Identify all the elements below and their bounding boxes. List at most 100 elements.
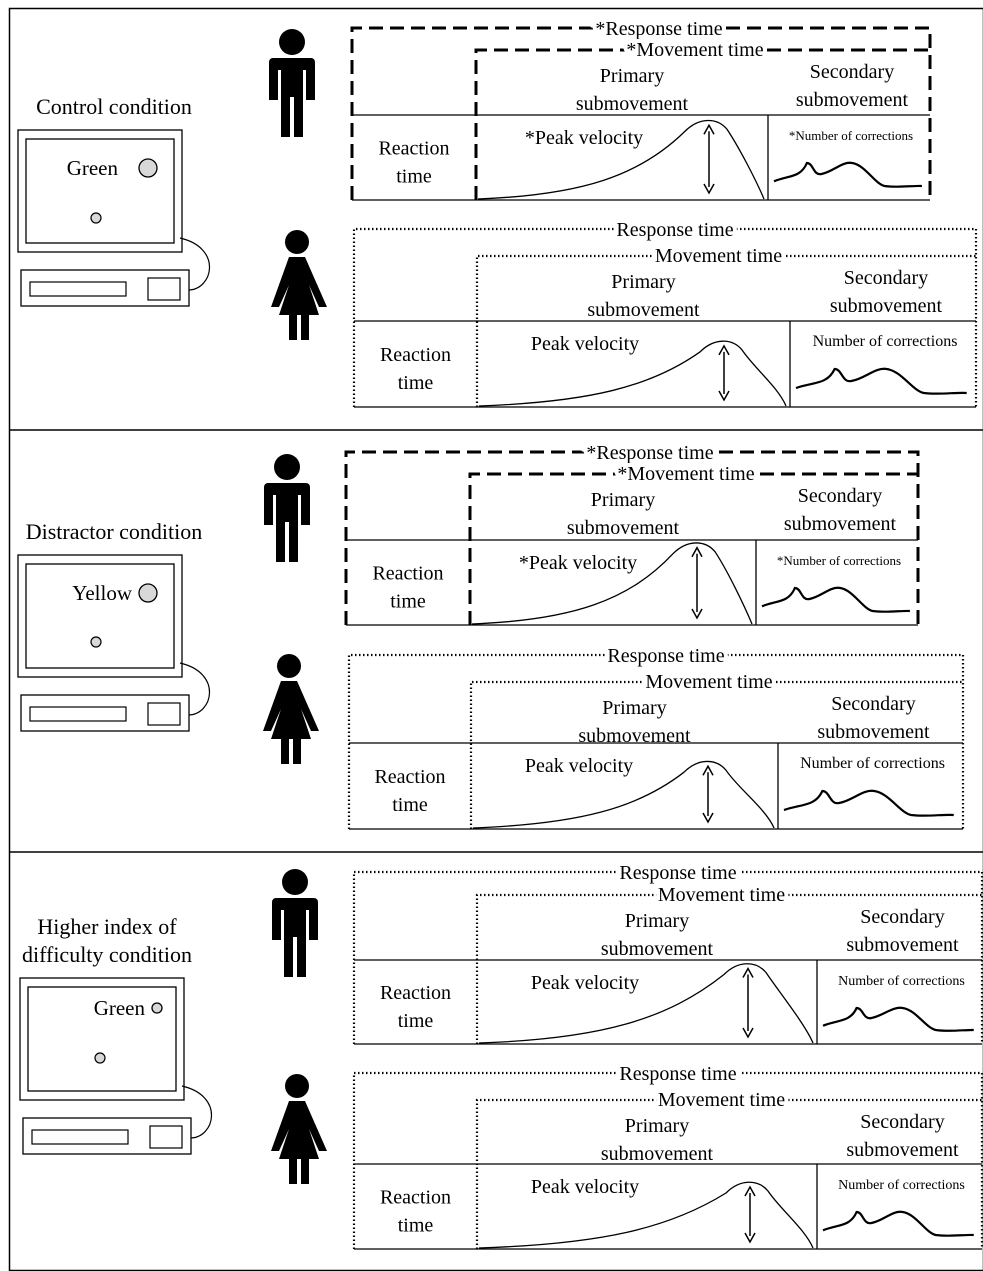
monitor-cable	[179, 237, 210, 291]
peak-arrow-head	[691, 608, 703, 620]
secondary-submovement-label: Secondary	[810, 61, 894, 83]
primary-submovement-label: submovement	[601, 938, 714, 960]
peak-velocity-label: Peak velocity	[531, 1176, 639, 1198]
female-body	[271, 1101, 327, 1184]
primary-submovement-label: Primary	[600, 65, 664, 87]
peak-velocity-label: *Peak velocity	[525, 127, 643, 149]
reaction-time-label: Reaction	[378, 138, 449, 160]
corrections-curve	[795, 367, 967, 395]
primary-submovement-label: Primary	[591, 489, 655, 511]
primary-submovement-label: Primary	[602, 697, 666, 719]
female-head	[285, 1074, 309, 1098]
secondary-submovement-label: submovement	[830, 295, 943, 317]
velocity-curve	[478, 1181, 814, 1249]
movement-time-bracket	[475, 893, 982, 1044]
response-time-label: *Response time	[586, 442, 713, 464]
male-body	[269, 58, 315, 137]
primary-submovement-label: Primary	[625, 910, 689, 932]
home-circle	[94, 1052, 106, 1064]
primary-submovement-label: submovement	[567, 517, 680, 539]
movement-time-label: *Movement time	[626, 39, 763, 61]
male-head	[282, 869, 308, 895]
corrections-curve	[761, 586, 910, 613]
corrections-curve	[773, 161, 922, 188]
condition-label: Higher index of	[37, 914, 177, 939]
home-circle	[90, 212, 102, 224]
peak-arrow-head	[742, 966, 754, 978]
peak-arrow-head	[742, 1027, 754, 1039]
secondary-submovement-label: Secondary	[831, 693, 915, 715]
disk-drive	[31, 1129, 129, 1145]
primary-submovement-label: Primary	[611, 271, 675, 293]
condition-label: difficulty condition	[22, 942, 192, 967]
peak-arrow-head	[744, 1185, 756, 1197]
corrections-label: Number of corrections	[838, 1178, 965, 1193]
movement-time-label: Movement time	[655, 245, 782, 267]
movement-time-label: Movement time	[658, 1089, 785, 1111]
reaction-time-label: time	[398, 1010, 434, 1032]
corrections-curve	[822, 1210, 974, 1237]
male-head	[279, 29, 305, 55]
monitor-screen	[25, 563, 175, 669]
corrections-label: Number of corrections	[813, 333, 958, 350]
peak-arrow-head	[703, 183, 715, 195]
corrections-label: *Number of corrections	[777, 553, 901, 568]
peak-arrow-head	[744, 1232, 756, 1244]
response-time-label: Response time	[607, 645, 724, 667]
movement-time-label: *Movement time	[617, 463, 754, 485]
movement-time-label: Movement time	[645, 671, 772, 693]
movement-time-bracket	[468, 472, 918, 625]
secondary-submovement-label: submovement	[796, 89, 909, 111]
peak-velocity-label: Peak velocity	[531, 972, 639, 994]
male-head	[274, 454, 300, 480]
movement-time-label: Movement time	[658, 884, 785, 906]
peak-velocity-label: *Peak velocity	[519, 552, 637, 574]
monitor-screen	[27, 986, 177, 1092]
peak-arrow-head	[718, 390, 730, 402]
primary-submovement-label: submovement	[601, 1143, 714, 1165]
male-body	[264, 483, 310, 562]
peak-arrow-head	[702, 812, 714, 824]
monitor-screen	[25, 138, 175, 244]
response-time-bracket	[352, 1071, 983, 1249]
peak-arrow-head	[691, 546, 703, 558]
secondary-submovement-label: Secondary	[844, 267, 928, 289]
primary-submovement-label: submovement	[587, 299, 700, 321]
disk-drive	[29, 281, 127, 297]
power-button	[147, 277, 181, 301]
condition-label: Distractor condition	[26, 519, 203, 544]
target-circle	[138, 158, 158, 178]
power-button	[147, 702, 181, 726]
response-time-label: *Response time	[595, 18, 722, 40]
peak-arrow-head	[702, 764, 714, 776]
target-circle	[138, 583, 158, 603]
peak-arrow-head	[703, 123, 715, 135]
secondary-submovement-label: Secondary	[860, 906, 944, 928]
corrections-label: Number of corrections	[838, 974, 965, 989]
velocity-curve	[472, 760, 775, 829]
reaction-time-label: time	[398, 372, 434, 394]
female-body	[271, 257, 327, 340]
velocity-curve	[478, 963, 814, 1044]
movement-time-bracket	[469, 680, 963, 829]
secondary-submovement-label: Secondary	[860, 1111, 944, 1133]
movement-time-bracket	[475, 1098, 982, 1249]
peak-velocity-label: Peak velocity	[525, 755, 633, 777]
response-time-label: Response time	[616, 219, 733, 241]
response-time-label: Response time	[619, 1063, 736, 1085]
movement-time-bracket	[474, 48, 930, 200]
screen-word: Yellow	[72, 581, 133, 605]
screen-word: Green	[67, 156, 119, 180]
primary-submovement-label: submovement	[578, 725, 691, 747]
female-head	[285, 230, 309, 254]
female-body	[263, 681, 319, 764]
reaction-time-label: Reaction	[380, 982, 451, 1004]
response-time-bracket	[350, 26, 932, 200]
reaction-time-label: Reaction	[380, 344, 451, 366]
disk-drive	[29, 706, 127, 722]
secondary-submovement-label: submovement	[846, 1139, 959, 1161]
home-circle	[90, 636, 102, 648]
reaction-time-label: Reaction	[372, 563, 443, 585]
